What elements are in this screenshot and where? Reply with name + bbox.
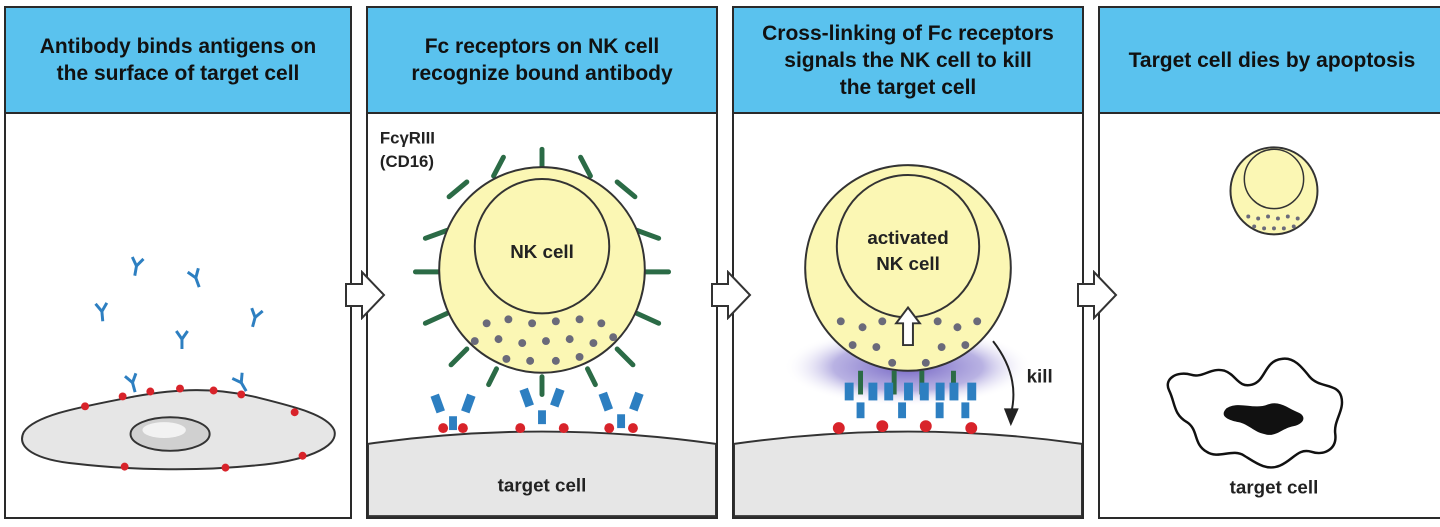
bound-antibodies (430, 387, 644, 434)
receptor-spike (486, 366, 499, 388)
granules (470, 315, 618, 365)
panel-title: Cross-linking of Fc receptors signals th… (762, 21, 1054, 99)
nk-cell-nucleus (473, 177, 611, 315)
transition-arrow-icon (345, 270, 386, 320)
receptor-label: FcγRIII (380, 128, 435, 147)
receptor-spike (446, 179, 470, 200)
antigens (832, 420, 978, 435)
receptor-spike (491, 154, 506, 179)
kill-label: kill (1027, 366, 1053, 387)
panel-title: Antibody binds antigens on the surface o… (39, 35, 317, 85)
granules (836, 317, 982, 367)
panel-apoptosis: target cell Target cell dies by apoptosi… (1098, 6, 1440, 519)
panel-header: Target cell dies by apoptosis (1100, 8, 1440, 114)
receptor-spike (634, 227, 662, 241)
receptor-spike (585, 366, 598, 388)
degranulation-arrow-icon (894, 305, 922, 347)
antibody-icon (186, 267, 201, 288)
kill-arrow (992, 340, 1015, 415)
transition-arrow-icon (1077, 270, 1118, 320)
panel-1-illustration (21, 256, 336, 472)
panel-header: Fc receptors on NK cell recognize bound … (368, 8, 716, 114)
target-cell-surface (368, 430, 716, 517)
target-cell-surface (734, 430, 1082, 517)
panel-4-illustration: target cell (1166, 146, 1344, 497)
kill-arrow-head (1003, 408, 1019, 427)
bound-antibodies (844, 382, 977, 419)
antibody-icon (250, 307, 264, 328)
antibody-icon (598, 391, 644, 434)
granules (1246, 214, 1300, 231)
antibody-icon (175, 330, 189, 349)
target-cell-label: target cell (498, 474, 587, 495)
nucleus-highlight (142, 422, 186, 438)
receptor-spike (422, 310, 450, 326)
antigens (81, 384, 307, 472)
receptor-label-sub: (CD16) (380, 152, 434, 171)
antibody-icon (130, 256, 145, 276)
panel-title: Fc receptors on NK cell recognize bound … (411, 35, 673, 85)
panel-header: Cross-linking of Fc receptors signals th… (734, 8, 1082, 114)
condensed-nucleus (1223, 403, 1304, 435)
transition-arrow-icon (711, 270, 752, 320)
receptor-spike (614, 346, 636, 368)
antibody-icon (124, 372, 138, 393)
receptor-spikes (412, 146, 672, 397)
antibody-icon (515, 387, 569, 434)
panel-2-illustration: FcγRIII (CD16) NK cell target cell (368, 128, 716, 517)
receptor-spike (614, 179, 638, 200)
nk-cell-nucleus (1243, 148, 1305, 210)
nk-cell-label: NK cell (510, 241, 574, 262)
panel-title: Target cell dies by apoptosis (1128, 48, 1416, 72)
free-antibodies (94, 256, 264, 349)
panel-cross-linking: kill activated NK cell Cross-linking of … (732, 6, 1084, 519)
bound-antibodies (124, 372, 248, 393)
panel-fc-recognition: FcγRIII (CD16) NK cell target cell Fc re… (366, 6, 718, 519)
nk-cell-label: activated (867, 227, 948, 248)
target-cell-label: target cell (1230, 476, 1319, 497)
receptor-spike (578, 154, 593, 179)
panel-header: Antibody binds antigens on the surface o… (6, 8, 350, 114)
receptor-spike (634, 310, 662, 326)
antibody-icon (94, 302, 109, 322)
receptor-spike (448, 346, 470, 368)
receptor-spike (422, 227, 450, 241)
antibody-icon (231, 372, 248, 392)
nk-cell-label-sub: NK cell (876, 253, 940, 274)
panel-antibody-binding: Antibody binds antigens on the surface o… (4, 6, 352, 519)
antibody-icon (430, 393, 476, 434)
panel-3-illustration: kill activated NK cell (734, 164, 1082, 517)
